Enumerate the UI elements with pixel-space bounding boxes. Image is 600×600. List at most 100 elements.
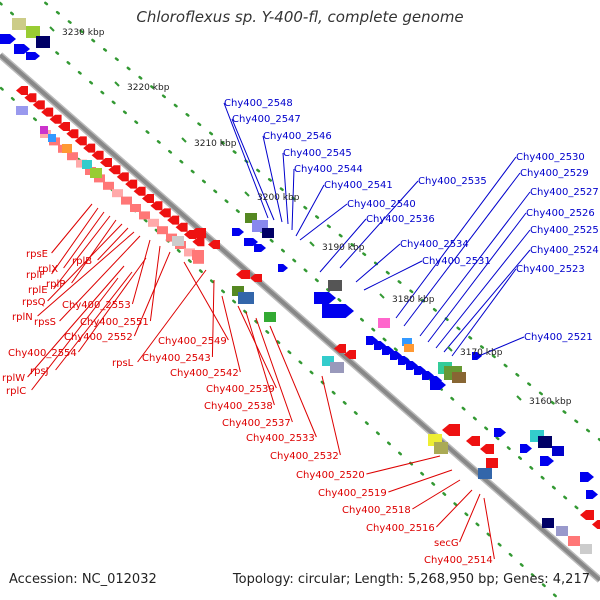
reverse-gene — [150, 201, 163, 211]
reverse-leader-line — [366, 455, 441, 475]
reverse-leader-line — [51, 207, 99, 275]
gene-block — [40, 126, 48, 134]
reverse-leader-line — [59, 235, 141, 322]
reverse-gene-block — [67, 152, 78, 161]
tick-mark — [309, 241, 315, 247]
reverse-gene-block — [157, 226, 168, 235]
gene-block — [404, 344, 414, 352]
gene-block — [542, 518, 554, 528]
tick-mark — [516, 395, 522, 401]
reverse-leader-line — [37, 231, 135, 317]
reverse-gene-label: rplP — [46, 279, 65, 290]
gene-block — [262, 228, 274, 238]
forward-gene-label: Chy400_2529 — [520, 168, 589, 179]
forward-gene-label: Chy400_2541 — [324, 180, 393, 191]
forward-gene-label: Chy400_2536 — [366, 214, 435, 225]
reverse-gene — [58, 122, 70, 131]
gene-block — [556, 526, 568, 536]
reverse-gene-label: rpsJ — [30, 366, 49, 377]
forward-gene — [254, 244, 266, 252]
reverse-gene-label: Chy400_2551 — [80, 317, 149, 328]
forward-gene-label: Chy400_2527 — [530, 187, 599, 198]
reverse-gene-block — [94, 174, 105, 183]
forward-gene — [586, 490, 598, 499]
reverse-gene — [100, 158, 112, 167]
gene-block — [238, 292, 254, 304]
forward-leader-line — [419, 191, 531, 337]
reverse-gene-label: Chy400_2538 — [204, 401, 273, 412]
reverse-leader-line — [149, 245, 161, 322]
gene-block — [580, 544, 592, 554]
forward-leader-line — [231, 118, 275, 221]
reverse-gene — [125, 179, 138, 189]
reverse-gene-block — [148, 218, 159, 227]
reverse-gene — [466, 436, 480, 446]
gene-features — [0, 18, 600, 554]
gene-block — [552, 446, 564, 456]
reverse-gene-label: rplB — [72, 256, 92, 267]
forward-gene-label: Chy400_2534 — [400, 239, 469, 250]
forward-gene-label: Chy400_2544 — [294, 164, 363, 175]
gene-block — [90, 168, 102, 178]
forward-gene — [580, 472, 594, 482]
forward-gene — [14, 44, 30, 54]
reverse-leader-line — [55, 271, 133, 371]
reverse-gene-label: rpsS — [34, 317, 56, 328]
reverse-gene — [24, 93, 37, 103]
forward-leader-line — [319, 218, 367, 273]
reverse-gene-label: Chy400_2549 — [158, 336, 227, 347]
reverse-gene-label: rpsL — [112, 358, 134, 369]
reverse-leader-line — [436, 489, 473, 528]
reverse-gene-label: Chy400_2516 — [366, 523, 435, 534]
reverse-leader-line — [53, 215, 111, 290]
reverse-gene-block — [130, 204, 141, 212]
reverse-leader-line — [412, 479, 461, 510]
reverse-gene-label: Chy400_2518 — [342, 505, 411, 516]
forward-leader-line — [291, 168, 295, 231]
reverse-gene — [334, 344, 346, 353]
gene-block — [568, 536, 580, 546]
reverse-leader-line — [245, 311, 275, 406]
backbone — [0, 52, 600, 583]
forward-gene — [322, 304, 354, 318]
reverse-leader-line — [211, 279, 215, 358]
forward-gene — [314, 292, 336, 304]
forward-gene — [430, 380, 446, 390]
reverse-leader-line — [63, 211, 105, 269]
reverse-gene-label: rplF — [26, 270, 45, 281]
reverse-leader-line — [97, 227, 129, 261]
reverse-gene — [142, 194, 154, 203]
reverse-leader-line — [483, 497, 495, 560]
reverse-gene — [250, 274, 262, 282]
reverse-gene — [16, 86, 28, 95]
reverse-gene-label: Chy400_2539 — [206, 384, 275, 395]
forward-gene — [232, 228, 244, 236]
tick-label: 3160 kbp — [529, 397, 572, 407]
reverse-gene-block — [139, 211, 150, 220]
reverse-gene-label: rplN — [12, 312, 33, 323]
reverse-gene-label: Chy400_2519 — [318, 488, 387, 499]
gene-block — [245, 213, 257, 223]
reverse-gene — [592, 520, 600, 529]
forward-gene-label: Chy400_2521 — [524, 332, 593, 343]
gene-block — [322, 356, 334, 366]
forward-gene-label: Chy400_2531 — [422, 256, 491, 267]
reverse-gene-block — [112, 189, 123, 198]
forward-gene-label: Chy400_2545 — [283, 148, 352, 159]
gene-block — [232, 286, 244, 296]
gene-block — [378, 318, 390, 328]
reverse-leader-line — [133, 251, 171, 337]
forward-gene — [278, 264, 288, 272]
reverse-leader-line — [269, 325, 317, 438]
reverse-gene-label: rplX — [38, 264, 58, 275]
reverse-leader-line — [183, 261, 229, 341]
forward-leader-line — [443, 249, 531, 353]
reverse-gene — [133, 186, 146, 196]
gene-block — [434, 442, 448, 454]
gene-block — [172, 236, 184, 246]
reverse-gene — [480, 444, 494, 454]
reverse-gene-label: rplE — [28, 285, 48, 296]
reverse-gene-label: secG — [434, 538, 459, 549]
reverse-gene — [236, 270, 250, 279]
